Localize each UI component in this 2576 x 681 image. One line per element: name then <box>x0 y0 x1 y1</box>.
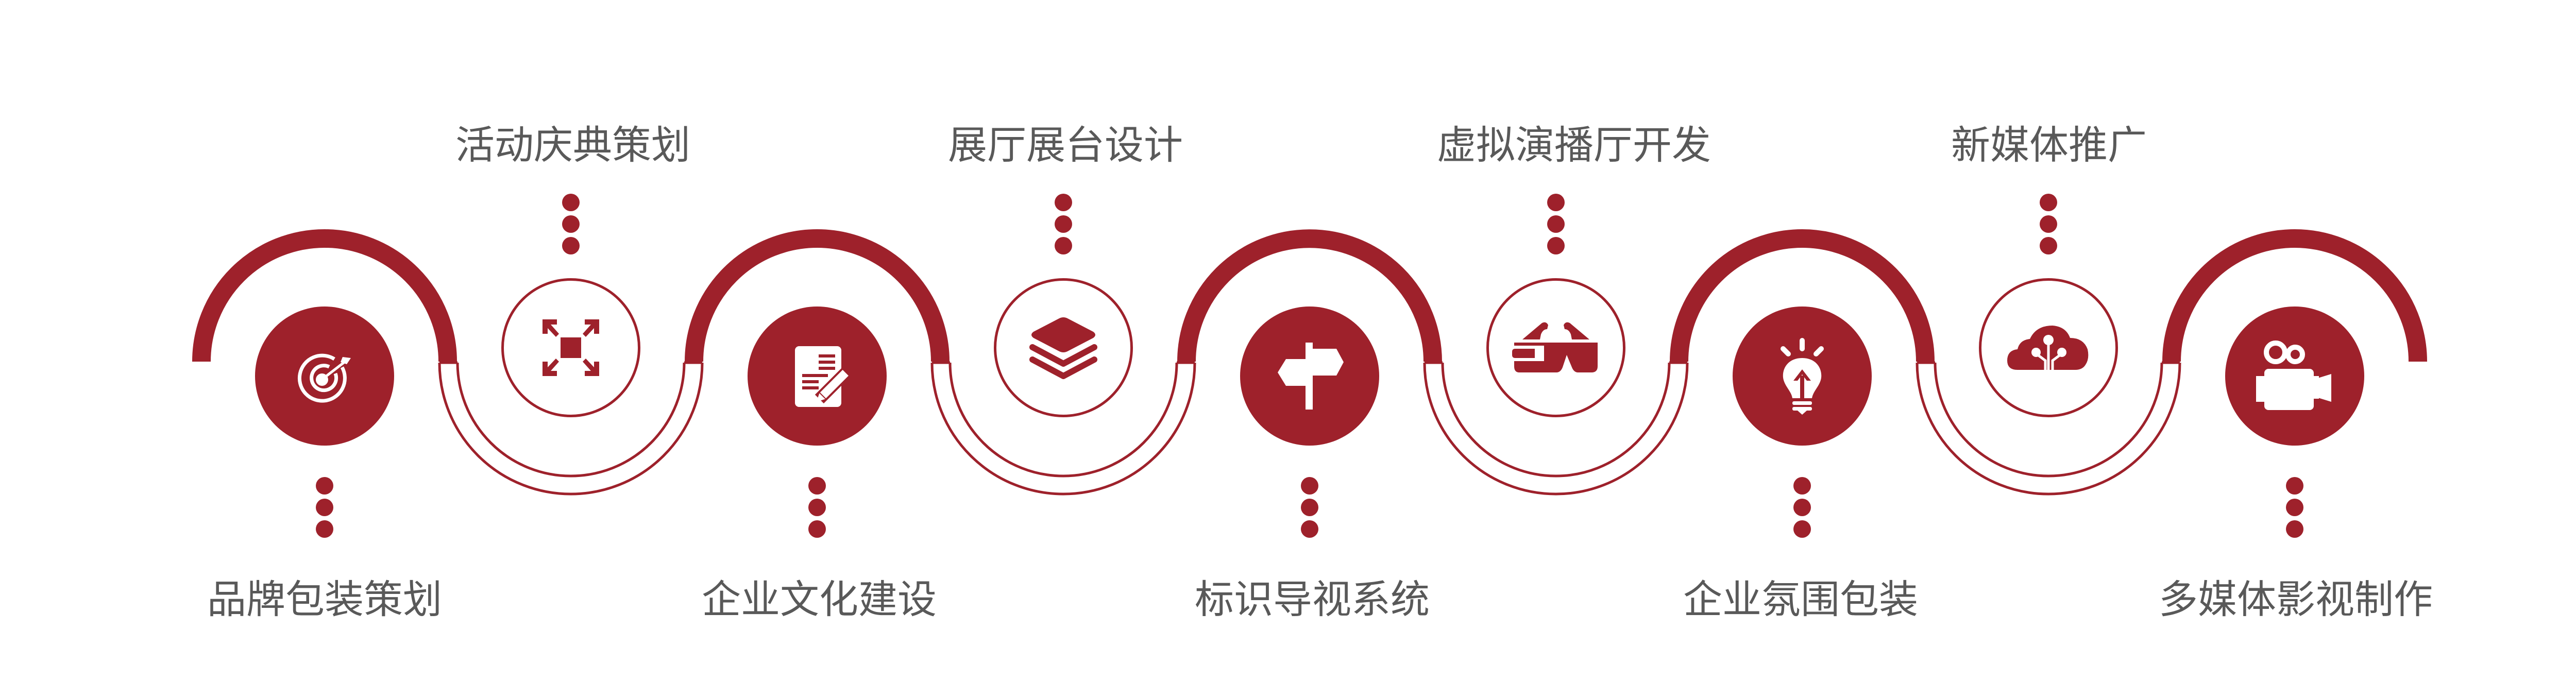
top-arc-3 <box>1177 229 1442 362</box>
service-label: 企业文化建设 <box>702 576 937 622</box>
layers-icon <box>1029 317 1097 379</box>
service-label: 多媒体影视制作 <box>2159 576 2433 622</box>
vr-glasses-icon <box>1512 322 1598 372</box>
dot <box>316 499 333 516</box>
service-label: 标识导视系统 <box>1195 576 1430 622</box>
trough-3 <box>1423 361 1689 496</box>
dot <box>562 215 580 233</box>
dot <box>1301 477 1318 495</box>
top-arc-2 <box>685 229 950 362</box>
service-node-corporate-culture <box>748 307 887 446</box>
service-node-new-media <box>1979 278 2118 417</box>
service-label: 虚拟演播厅开发 <box>1437 122 1711 168</box>
document-pen-icon <box>795 346 851 407</box>
connector-dots <box>1547 194 1565 259</box>
service-node-virtual-studio <box>1486 278 1625 417</box>
connector-dots <box>1301 477 1318 542</box>
connector-dots <box>316 477 333 542</box>
trough-4 <box>1916 361 2181 496</box>
trough-2 <box>930 361 1196 496</box>
dot <box>1301 499 1318 516</box>
dot <box>1055 194 1072 211</box>
dot <box>2286 499 2303 516</box>
dot <box>2040 237 2057 254</box>
dot <box>2040 194 2057 211</box>
connector-dots <box>2040 194 2057 259</box>
service-node-signage-system <box>1240 307 1379 446</box>
connector-dots <box>808 477 826 542</box>
top-arc-5 <box>2162 229 2427 362</box>
service-label: 企业氛围包装 <box>1683 576 1918 622</box>
video-camera-icon <box>2256 340 2331 410</box>
dot <box>2286 477 2303 495</box>
dot <box>1793 520 1811 538</box>
service-node-exhibition-design <box>994 278 1133 417</box>
dot <box>1547 194 1565 211</box>
dot <box>1793 477 1811 495</box>
service-label: 活动庆典策划 <box>455 122 690 168</box>
connector-dots <box>1793 477 1811 542</box>
trough-1 <box>438 361 704 496</box>
dot <box>316 477 333 495</box>
service-label: 展厅展台设计 <box>948 122 1183 168</box>
dot <box>562 194 580 211</box>
service-label: 新媒体推广 <box>1951 122 2147 168</box>
dot <box>2286 520 2303 538</box>
lightbulb-arrow-icon <box>1781 338 1824 415</box>
target-arrow-icon <box>297 353 351 403</box>
connector-dots <box>1055 194 1072 259</box>
dot <box>808 477 826 495</box>
service-label: 品牌包装策划 <box>207 576 442 622</box>
dot <box>562 237 580 254</box>
service-node-multimedia-video <box>2225 307 2364 446</box>
dot <box>1055 237 1072 254</box>
service-node-ambience-packaging <box>1733 307 1872 446</box>
expand-arrows-icon <box>543 319 599 376</box>
dot <box>1547 215 1565 233</box>
top-arc-4 <box>1670 229 1935 362</box>
top-arc-1 <box>192 229 457 362</box>
dot <box>1055 215 1072 233</box>
dot <box>808 520 826 538</box>
dot <box>2040 215 2057 233</box>
service-node-event-planning <box>501 278 640 417</box>
dot <box>808 499 826 516</box>
connector-dots <box>562 194 580 259</box>
service-node-brand-packaging <box>255 307 394 446</box>
connector-dots <box>2286 477 2303 542</box>
dot <box>1301 520 1318 538</box>
dot <box>1793 499 1811 516</box>
signpost-icon <box>1278 343 1344 410</box>
dot <box>1547 237 1565 254</box>
cloud-network-icon <box>2007 326 2089 370</box>
dot <box>316 520 333 538</box>
